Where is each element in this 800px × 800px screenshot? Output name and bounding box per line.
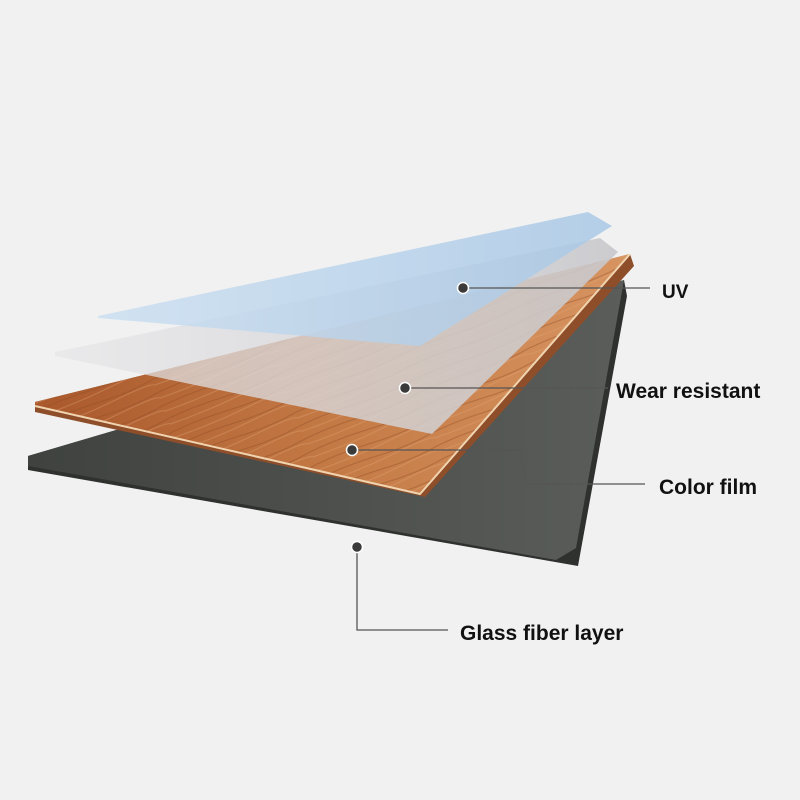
wear-resistant-label: Wear resistant — [616, 380, 760, 403]
glass-fiber-layer-dot — [350, 540, 364, 554]
color-film-dot — [345, 443, 359, 457]
marker-dots — [345, 281, 470, 554]
glass-fiber-layer-label: Glass fiber layer — [460, 622, 623, 645]
uv-dot — [456, 281, 470, 295]
color-film-leader-line — [352, 449, 645, 485]
leader-lines — [352, 287, 650, 631]
uv-sheet — [98, 212, 612, 346]
color-film-label: Color film — [659, 476, 757, 499]
glass-fiber-layer-leader-line — [356, 547, 448, 631]
uv-label: UV — [662, 282, 689, 303]
wear-resistant-dot — [398, 381, 412, 395]
